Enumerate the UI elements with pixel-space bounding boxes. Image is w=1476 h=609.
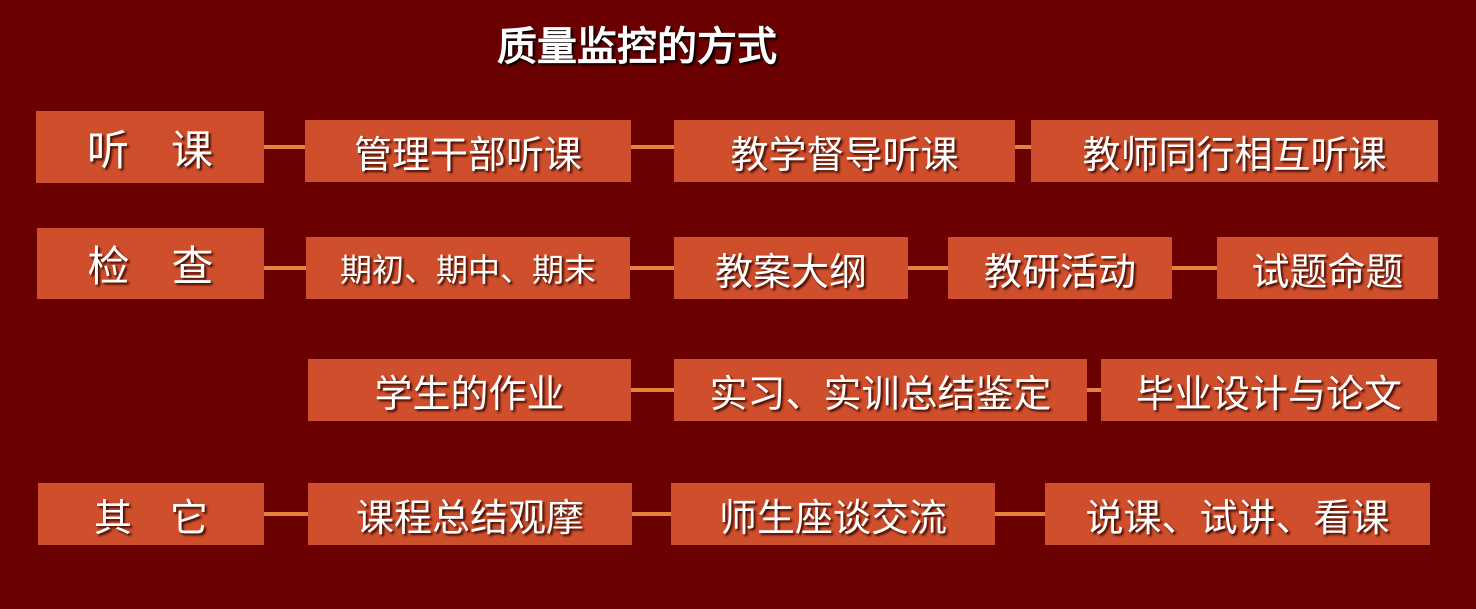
item-box: 试题命题 bbox=[1217, 237, 1438, 299]
item-box: 师生座谈交流 bbox=[671, 483, 995, 545]
item-box: 毕业设计与论文 bbox=[1101, 359, 1437, 421]
item-box: 教研活动 bbox=[948, 237, 1172, 299]
item-box: 管理干部听课 bbox=[305, 120, 631, 182]
item-box: 教师同行相互听课 bbox=[1031, 120, 1438, 182]
item-box: 教学督导听课 bbox=[674, 120, 1015, 182]
category-listen: 听 课 bbox=[36, 111, 264, 183]
connector bbox=[264, 145, 1044, 149]
item-box: 教案大纲 bbox=[674, 237, 908, 299]
category-check: 检 查 bbox=[37, 228, 264, 299]
connector bbox=[264, 512, 1054, 516]
category-other: 其 它 bbox=[38, 483, 264, 545]
item-box: 期初、期中、期末 bbox=[306, 237, 630, 299]
page-title: 质量监控的方式 bbox=[497, 24, 777, 70]
item-box: 实习、实训总结鉴定 bbox=[674, 359, 1087, 421]
item-box: 课程总结观摩 bbox=[308, 483, 632, 545]
item-box: 说课、试讲、看课 bbox=[1045, 483, 1430, 545]
item-box: 学生的作业 bbox=[308, 359, 631, 421]
